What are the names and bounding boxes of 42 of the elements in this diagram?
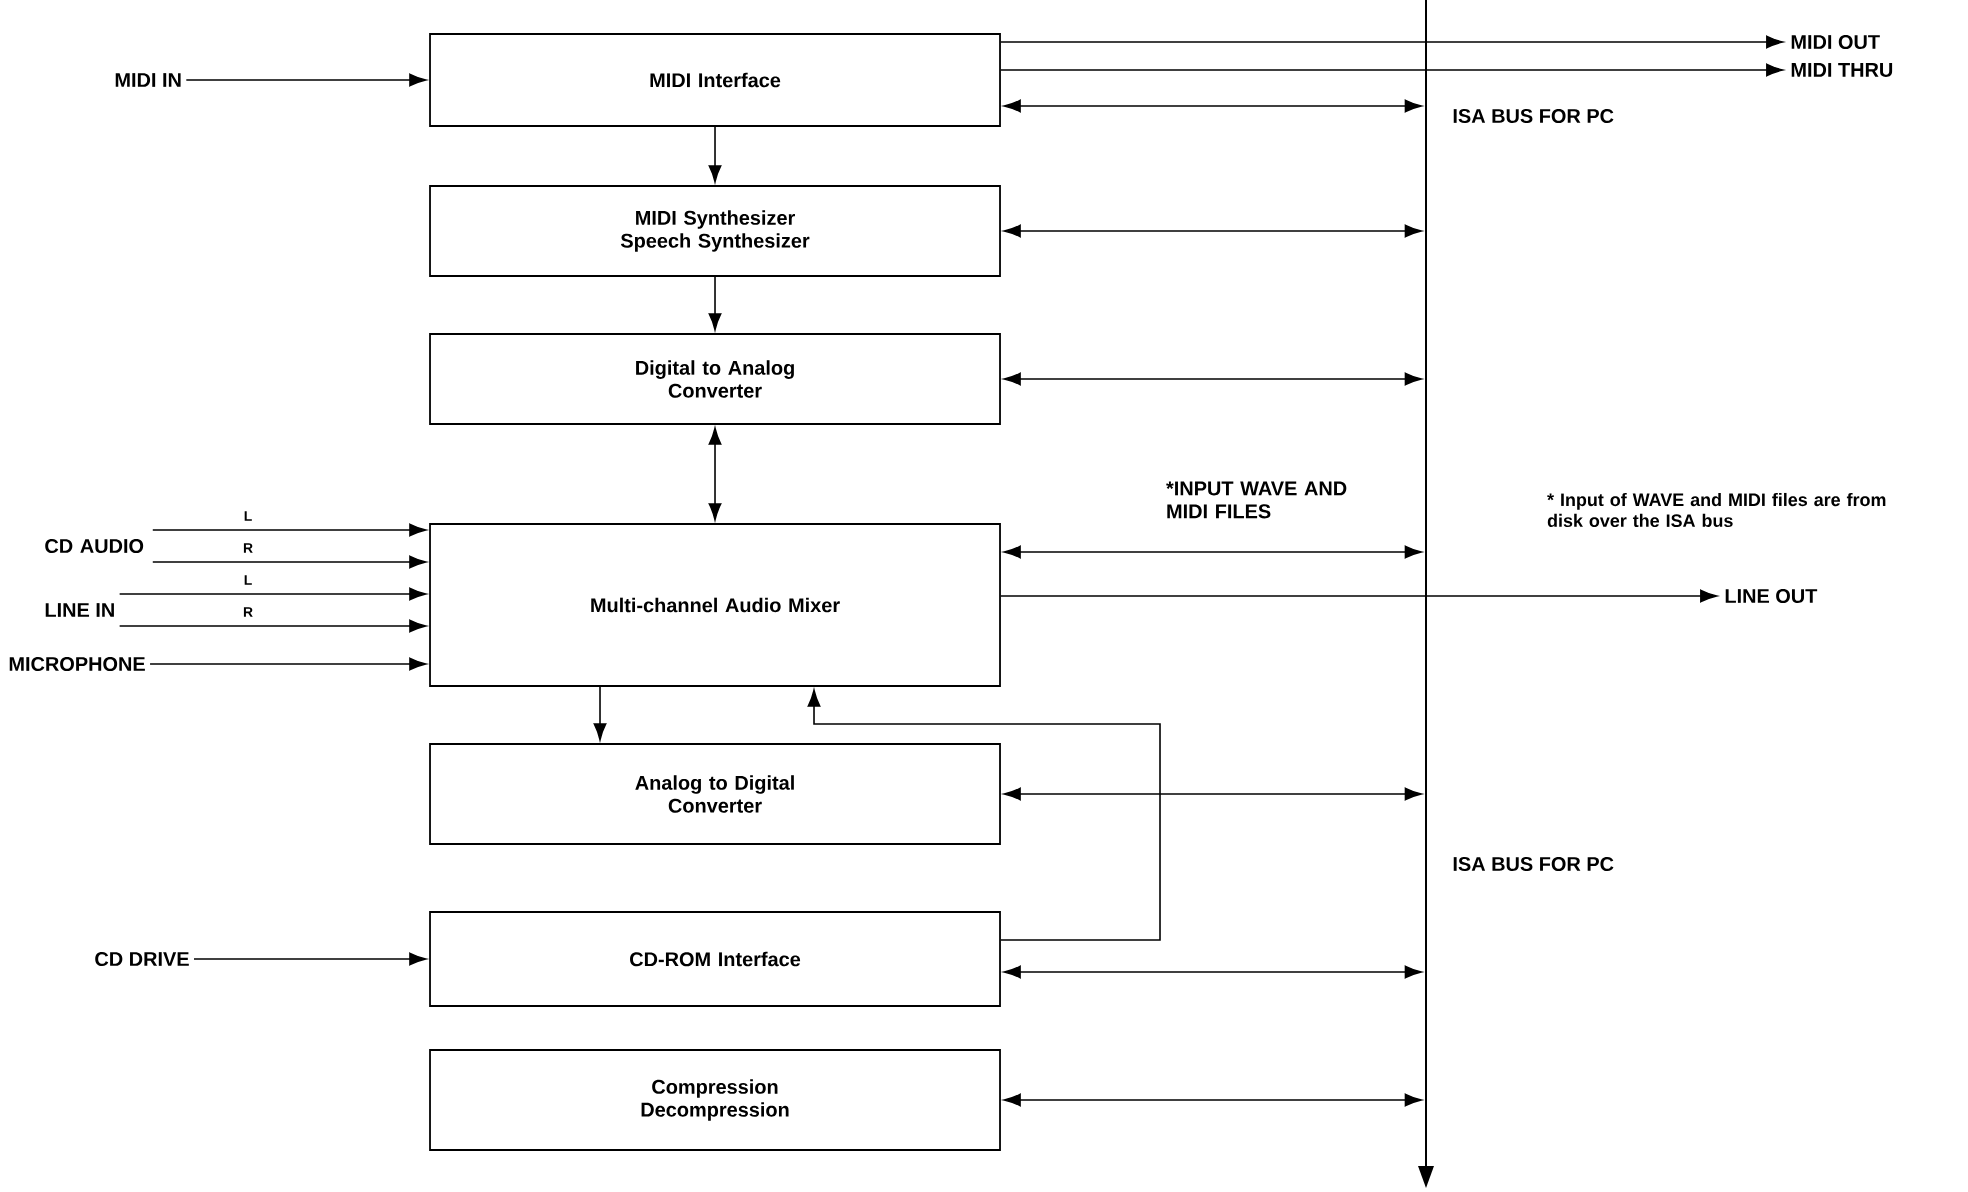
arrow <box>118 619 427 633</box>
arrow <box>193 952 427 966</box>
block-box: Multi-channel Audio Mixer <box>429 523 1001 687</box>
note-text: * Input of WAVE and MIDI files are from disk over the ISA bus <box>1547 492 1886 528</box>
arrow <box>152 523 427 537</box>
signal-label: CD AUDIO <box>45 538 144 554</box>
block-box: MIDI Synthesizer Speech Synthesizer <box>429 185 1001 277</box>
block-box: MIDI Interface <box>429 33 1001 127</box>
arrow <box>1003 1093 1422 1107</box>
bus-label: ISA BUS FOR PC <box>1453 108 1614 124</box>
block-box: Compression Decompression <box>429 1049 1001 1151</box>
bus-line <box>1418 0 1434 1188</box>
arrow <box>708 276 722 331</box>
arrow <box>1003 224 1422 238</box>
arrow <box>1003 372 1422 386</box>
arrow <box>1003 545 1422 559</box>
arrow <box>152 555 427 569</box>
signal-label: MIDI OUT <box>1791 34 1880 50</box>
arrow <box>149 657 427 671</box>
block-box: Digital to Analog Converter <box>429 333 1001 425</box>
arrow <box>118 587 427 601</box>
arrow <box>708 126 722 183</box>
signal-label: MIDI IN <box>115 73 181 87</box>
arrow <box>708 427 722 521</box>
signal-label: LINE IN <box>45 603 114 617</box>
signal-label: MIDI THRU <box>1791 63 1893 77</box>
block-box: Analog to Digital Converter <box>429 743 1001 845</box>
arrow <box>1003 99 1422 113</box>
arrow <box>1003 965 1422 979</box>
bus-label: ISA BUS FOR PC <box>1453 856 1614 872</box>
arrow <box>185 73 427 87</box>
arrow <box>593 686 607 741</box>
signal-label: LINE OUT <box>1725 588 1818 604</box>
arrow <box>1003 787 1422 801</box>
edge-label: *INPUT WAVE AND MIDI FILES <box>1166 481 1347 519</box>
arrow <box>1000 589 1718 603</box>
arrow <box>1000 63 1784 77</box>
signal-label: MICROPHONE <box>9 656 145 672</box>
signal-label: CD DRIVE <box>95 951 189 967</box>
arrow <box>1000 35 1784 49</box>
block-box: CD-ROM Interface <box>429 911 1001 1007</box>
arrow <box>807 689 1161 941</box>
